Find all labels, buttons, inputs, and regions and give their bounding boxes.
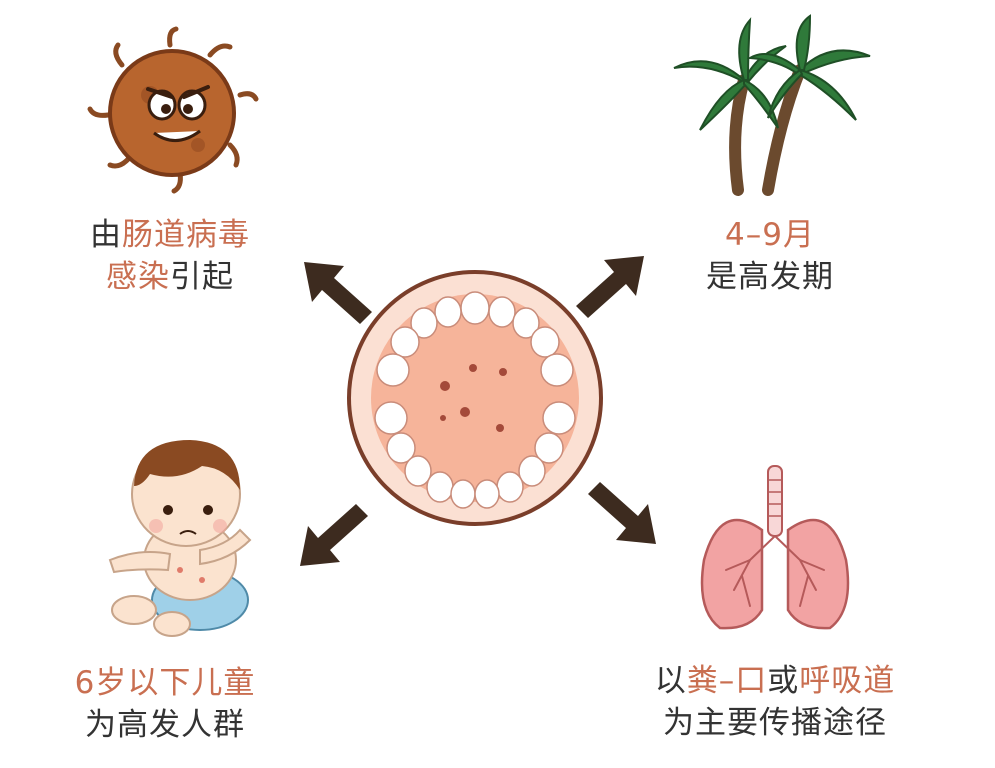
lungs-icon (700, 465, 850, 630)
arrow-top-left-icon (304, 262, 372, 324)
lungs-caption-line1: 以粪–口或呼吸道 (654, 663, 896, 699)
baby-icon (108, 440, 252, 637)
mouth-teeth-icon (347, 270, 603, 526)
arrow-bottom-left-icon (300, 504, 368, 566)
panel-virus: 由肠道病毒 感染引起 (60, 20, 280, 310)
arrow-top-right-icon (576, 256, 644, 318)
baby-caption-line2: 为高发人群 (85, 707, 245, 743)
palm-caption-line2: 是高发期 (706, 259, 834, 295)
palm-tree-icon (673, 14, 871, 196)
panel-palm: 4–9月 是高发期 (650, 10, 890, 310)
panel-lungs: 以粪–口或呼吸道 为主要传播途径 (630, 460, 920, 760)
virus-caption-line1: 由肠道病毒 (90, 217, 250, 253)
arrow-bottom-right-icon (588, 482, 656, 544)
virus-caption: 由肠道病毒 感染引起 (60, 214, 280, 298)
palm-caption: 4–9月 是高发期 (650, 214, 890, 298)
virus-icon (87, 26, 259, 194)
lungs-caption-line2: 为主要传播途径 (663, 705, 887, 741)
lungs-caption: 以粪–口或呼吸道 为主要传播途径 (630, 660, 920, 744)
virus-caption-line2: 感染引起 (106, 259, 234, 295)
baby-caption-line1: 6岁以下儿童 (74, 665, 256, 701)
baby-caption: 6岁以下儿童 为高发人群 (40, 662, 290, 746)
panel-baby: 6岁以下儿童 为高发人群 (40, 430, 290, 750)
palm-caption-line1: 4–9月 (725, 217, 815, 253)
